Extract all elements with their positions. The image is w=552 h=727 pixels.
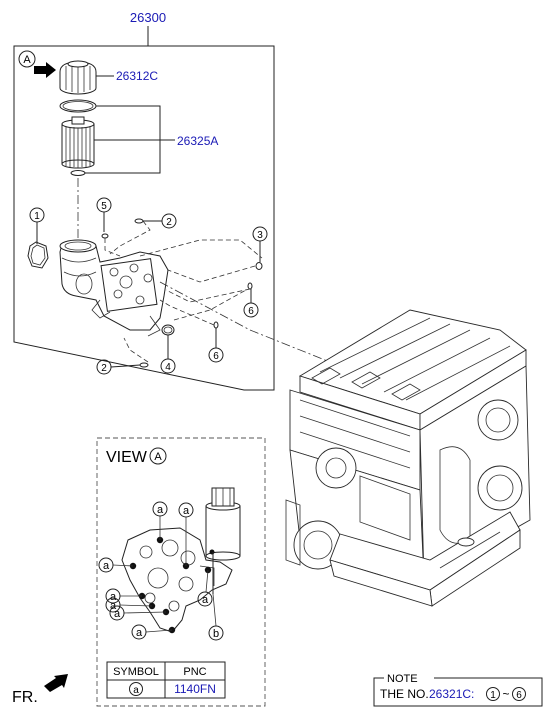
note-range-sep: ~ <box>502 687 509 701</box>
view-title: VIEW <box>106 449 148 466</box>
callout-6-lower[interactable]: 6 <box>208 328 224 363</box>
note-title: NOTE <box>387 673 418 685</box>
note-range-from: 1 <box>486 687 500 701</box>
view-letter-a-5: a <box>105 597 121 613</box>
part-label-26312c[interactable]: 26312C <box>116 69 158 83</box>
svg-text:2: 2 <box>166 217 172 228</box>
engine-block-drawing <box>285 309 531 607</box>
svg-text:3: 3 <box>257 230 263 241</box>
filter-element-drawing <box>61 116 95 169</box>
assembly-pnc-label[interactable]: 26300 <box>130 10 166 25</box>
svg-text:6: 6 <box>248 306 254 317</box>
svg-text:4: 4 <box>165 362 171 373</box>
svg-text:a: a <box>110 600 117 612</box>
callout-4[interactable]: 4 <box>160 335 176 374</box>
callout-2-top[interactable]: 2 <box>143 213 177 229</box>
svg-text:6: 6 <box>516 690 522 701</box>
callout-6-right[interactable]: 6 <box>243 289 259 318</box>
view-letter-a-7: a <box>131 624 147 640</box>
svg-text:a: a <box>103 560 110 572</box>
svg-text:1: 1 <box>34 211 40 222</box>
filter-cap-drawing <box>59 60 97 95</box>
note-range-to: 6 <box>512 687 526 701</box>
view-a-marker: A <box>18 50 36 68</box>
svg-text:a: a <box>157 504 164 516</box>
svg-text:A: A <box>23 54 31 66</box>
front-arrow-icon <box>44 674 68 692</box>
part-label-26325a[interactable]: 26325A <box>177 134 218 148</box>
callout-5[interactable]: 5 <box>96 197 112 232</box>
svg-text:a: a <box>136 627 143 639</box>
legend-header-symbol: SYMBOL <box>113 666 159 678</box>
front-label: FR. <box>12 689 38 706</box>
view-direction-arrow-icon <box>34 62 56 78</box>
svg-text:5: 5 <box>101 201 107 212</box>
callout-1[interactable]: 1 <box>29 207 45 244</box>
view-letter-a-3: a <box>178 502 194 518</box>
svg-text:a: a <box>110 591 117 603</box>
callout-2-bottom[interactable]: 2 <box>96 359 141 375</box>
legend-header-pnc: PNC <box>183 666 206 678</box>
svg-text:6: 6 <box>213 351 219 362</box>
svg-text:a: a <box>202 594 209 606</box>
view-letter-a-4: a <box>105 588 121 604</box>
note-box <box>373 677 543 707</box>
note-prefix: THE NO. <box>380 687 429 701</box>
view-letter-a-6: a <box>109 605 125 621</box>
view-a-panel <box>96 437 266 707</box>
view-letter-a-8: a <box>197 591 213 607</box>
gasket-1-drawing <box>27 241 49 269</box>
legend-symbol-a: a <box>129 682 143 696</box>
note-pnc-26321c[interactable]: 26321C: <box>429 687 474 701</box>
view-marker-circle: A <box>149 447 167 465</box>
svg-text:1: 1 <box>490 690 496 701</box>
callout-3[interactable]: 3 <box>252 226 268 262</box>
view-letter-a-2: a <box>152 501 168 517</box>
svg-text:a: a <box>114 608 121 620</box>
view-letter-a-1: a <box>98 557 114 573</box>
legend-pnc-1140fn[interactable]: 1140FN <box>174 682 216 696</box>
element-o-ring-drawing <box>70 170 86 176</box>
symbol-legend-table <box>106 661 226 699</box>
svg-text:b: b <box>213 628 219 640</box>
svg-text:2: 2 <box>101 363 107 374</box>
view-letter-b: b <box>208 625 224 641</box>
svg-text:a: a <box>183 505 190 517</box>
view-a-housing-drawing <box>121 487 241 634</box>
oil-filter-housing-drawing <box>59 239 169 337</box>
svg-text:A: A <box>154 451 162 463</box>
svg-text:a: a <box>133 685 139 696</box>
assembly-frame <box>13 26 275 391</box>
view-a-leaders <box>112 516 217 633</box>
